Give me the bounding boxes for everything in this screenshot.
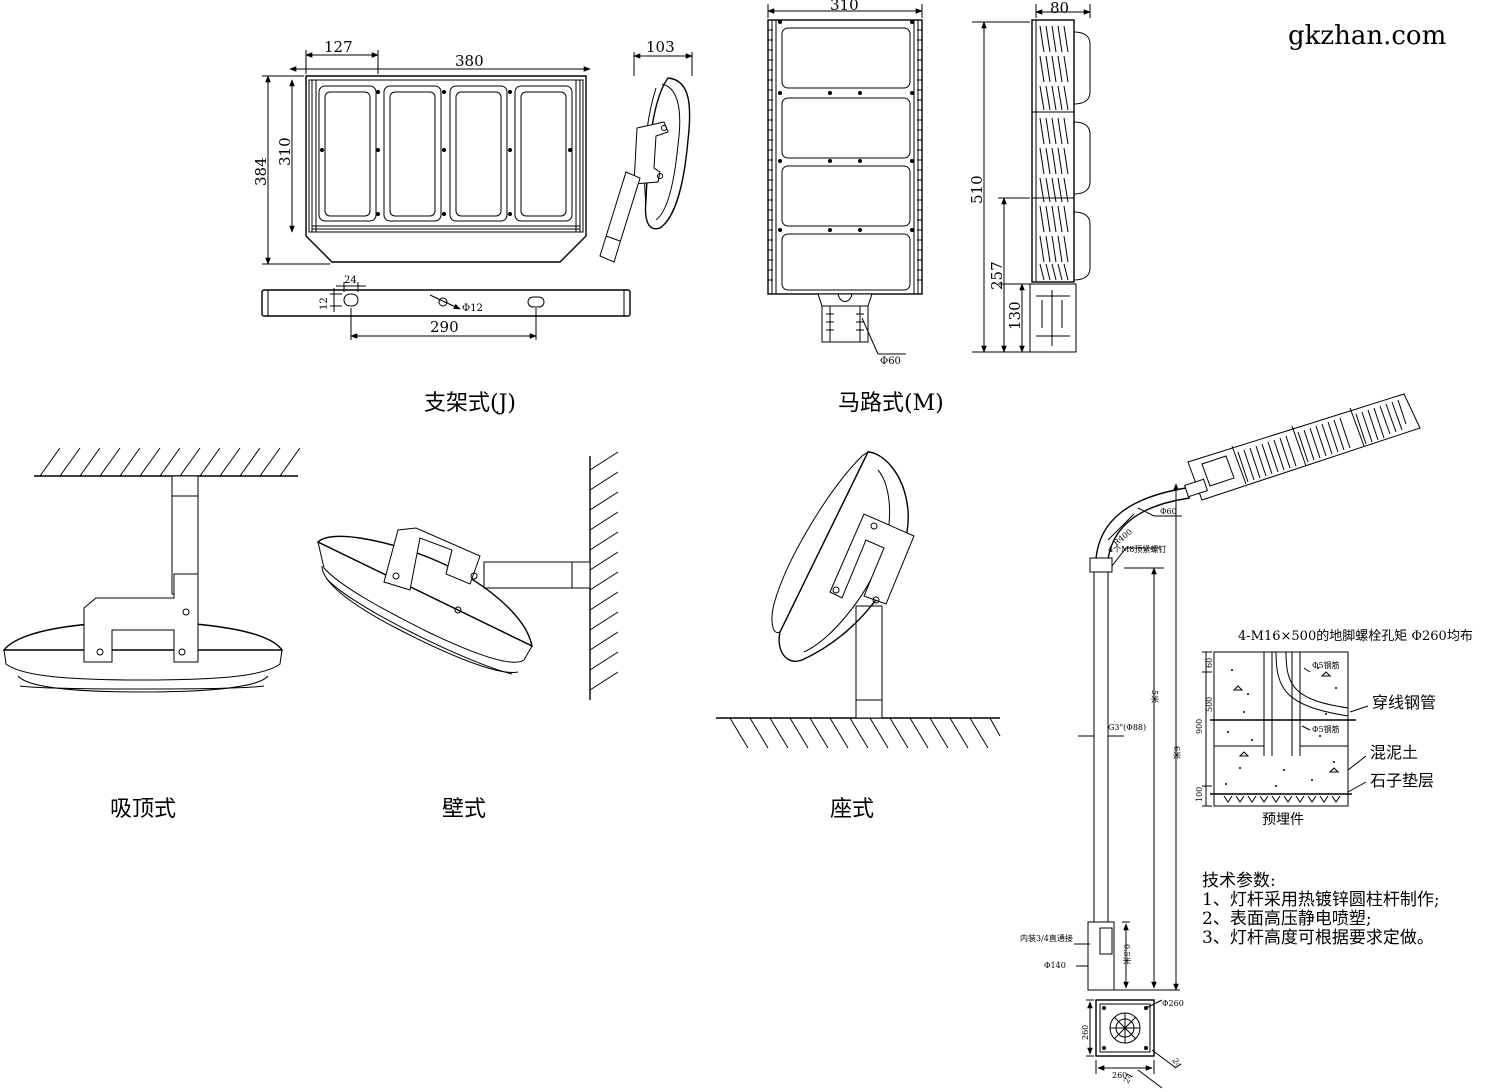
base-260-vertical: 260 — [1081, 1025, 1090, 1040]
dim-103: 103 — [646, 38, 675, 56]
dim-80: 80 — [1050, 0, 1069, 17]
seat-mount-caption: 座式 — [830, 797, 874, 822]
dim-510: 510 — [968, 175, 986, 204]
bracket-front-view — [262, 50, 591, 265]
bracket-bar — [261, 282, 631, 340]
pole-conduit: 内装3/4直通接 — [1020, 933, 1073, 943]
pole-phi60: Φ60 — [1160, 507, 1177, 516]
bracket-type-caption: 支架式(J) — [424, 391, 516, 416]
dim-12-bar: 12 — [319, 297, 330, 310]
seat-mount-drawing — [716, 450, 1001, 749]
base-260-horizontal: 260 — [1112, 1071, 1127, 1080]
pole-height-05m: 0.5米 — [1122, 944, 1132, 965]
road-type-caption: 马路式(M) — [838, 391, 944, 416]
street-pole-drawing — [1074, 393, 1421, 1089]
dim-310-bracket: 310 — [276, 137, 294, 166]
base-24-b: 24 — [1122, 1072, 1135, 1085]
dim-phi60-road: Φ60 — [880, 356, 901, 367]
tech-item-3: 3、灯杆高度可根据要求定做。 — [1202, 928, 1434, 948]
tech-title: 技术参数: — [1202, 871, 1276, 891]
tech-item-2: 2、表面高压静电喷塑; — [1202, 909, 1372, 929]
foundation-h100: 100 — [1195, 787, 1204, 802]
base-24-a: 24 — [1170, 1057, 1183, 1070]
tech-item-1: 1、灯杆采用热镀锌圆柱杆制作; — [1202, 890, 1440, 910]
dim-127: 127 — [324, 38, 353, 56]
foundation-rebar-2: Φ5钢筋 — [1312, 724, 1340, 734]
pole-screws: 4个M8顶紧螺钉 — [1108, 544, 1166, 554]
dim-130: 130 — [1006, 301, 1024, 330]
dim-24-bar: 24 — [344, 275, 357, 286]
foundation-h60: 60 — [1205, 658, 1214, 668]
wall-mount-caption: 壁式 — [442, 797, 486, 822]
dim-phi12: Φ12 — [462, 303, 483, 314]
dim-310-road: 310 — [830, 0, 859, 14]
dim-290: 290 — [430, 318, 459, 336]
foundation-concrete-label: 混泥土 — [1370, 743, 1418, 762]
dim-384: 384 — [252, 157, 270, 186]
ceiling-mount-caption: 吸顶式 — [110, 797, 176, 822]
foundation-embedded-label: 预埋件 — [1262, 812, 1304, 828]
watermark: gkzhan.com — [1288, 21, 1446, 51]
base-phi260: Φ260 — [1162, 999, 1184, 1008]
road-front-view — [767, 4, 923, 355]
foundation-h900: 900 — [1195, 719, 1204, 734]
road-side-view — [972, 4, 1091, 353]
foundation-rebar-1: Φ5钢筋 — [1312, 660, 1340, 670]
foundation-title: 4-M16×500的地脚螺栓孔矩 Φ260均布 — [1238, 628, 1473, 644]
foundation-gravel-label: 石子垫层 — [1370, 771, 1434, 790]
dim-257: 257 — [988, 261, 1006, 290]
pole-height-6m: 6米 — [1172, 746, 1182, 759]
foundation-drawing — [1202, 651, 1369, 807]
dim-380: 380 — [455, 52, 484, 70]
pole-phi140: Φ140 — [1044, 961, 1066, 970]
foundation-pipe-label: 穿线钢管 — [1372, 693, 1436, 712]
pole-height-5m: 5米 — [1150, 690, 1160, 703]
bracket-side-view — [599, 52, 693, 263]
pole-g3: G3"(Φ88) — [1108, 723, 1146, 732]
wall-mount-drawing — [316, 451, 619, 700]
foundation-h500: 500 — [1205, 697, 1214, 712]
ceiling-mount-drawing — [2, 447, 301, 693]
